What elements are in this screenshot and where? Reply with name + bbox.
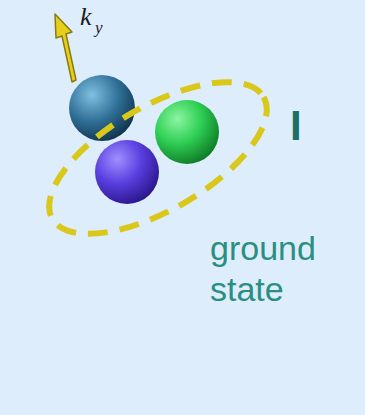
purple-sphere — [95, 140, 159, 204]
green-sphere — [155, 100, 219, 164]
symbol-text: k — [80, 2, 92, 32]
momentum-arrow — [55, 14, 76, 82]
subscript-text: y — [95, 18, 103, 38]
state-label: ground state — [210, 228, 360, 310]
cut-letter: I — [290, 102, 302, 150]
